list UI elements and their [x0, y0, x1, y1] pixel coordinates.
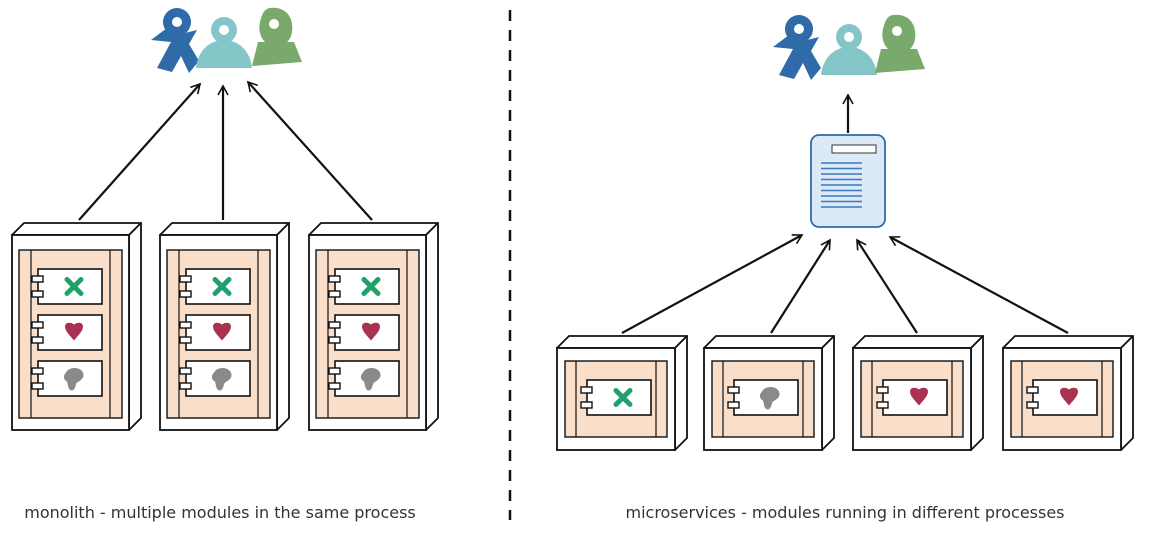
x-icon — [613, 388, 633, 407]
module-port — [179, 336, 192, 344]
person-icon — [821, 24, 877, 75]
module-port — [179, 275, 192, 283]
microservices-caption: microservices - modules running in diffe… — [625, 503, 1064, 522]
module-port — [31, 290, 44, 298]
module-port — [31, 321, 44, 329]
blob-icon — [211, 368, 232, 391]
module-port — [179, 367, 192, 375]
monolith-servers — [11, 222, 439, 431]
document-icon — [810, 134, 886, 228]
module-port — [328, 382, 341, 390]
module-port — [727, 386, 740, 394]
blob-icon — [63, 368, 84, 391]
module — [179, 314, 251, 351]
x-icon — [64, 277, 84, 296]
arrow — [78, 82, 202, 221]
person-icon — [252, 7, 302, 66]
module-port — [727, 401, 740, 409]
monolith-panel: monolith - multiple modules in the same … — [11, 7, 439, 522]
blob-icon — [759, 387, 780, 410]
module — [328, 268, 400, 305]
arrow — [246, 80, 373, 221]
module — [580, 379, 652, 416]
module — [179, 268, 251, 305]
person-icon — [773, 15, 821, 80]
person-icon — [151, 8, 199, 73]
users-group — [151, 7, 302, 73]
module — [179, 360, 251, 397]
server-box — [1002, 335, 1134, 451]
module-port — [179, 382, 192, 390]
load-balancer — [810, 134, 886, 228]
module-port — [580, 401, 593, 409]
person-icon — [196, 17, 252, 68]
module — [727, 379, 799, 416]
module-port — [328, 321, 341, 329]
heart-icon — [362, 322, 380, 341]
arrow — [856, 238, 918, 334]
module-port — [876, 401, 889, 409]
module-port — [31, 336, 44, 344]
module-port — [328, 367, 341, 375]
server-box — [852, 335, 984, 451]
module — [876, 379, 948, 416]
microservices-arrows — [621, 93, 1069, 334]
server-box — [159, 222, 290, 431]
arrow — [621, 234, 804, 334]
module-port — [31, 382, 44, 390]
arrow — [888, 236, 1069, 334]
arrow — [770, 238, 831, 334]
server-box — [556, 335, 688, 451]
server-box — [703, 335, 835, 451]
x-icon — [361, 277, 381, 296]
person-icon — [875, 14, 925, 73]
microservice-servers — [556, 335, 1134, 451]
monolith-caption: monolith - multiple modules in the same … — [24, 503, 416, 522]
blob-icon — [360, 368, 381, 391]
heart-icon — [1060, 387, 1078, 406]
users-group — [773, 14, 925, 80]
server-box — [308, 222, 439, 431]
module-port — [876, 386, 889, 394]
module — [1026, 379, 1098, 416]
heart-icon — [65, 322, 83, 341]
module-port — [580, 386, 593, 394]
module — [328, 314, 400, 351]
module-port — [31, 275, 44, 283]
module-port — [1026, 386, 1039, 394]
microservices-panel: microservices - modules running in diffe… — [556, 14, 1134, 522]
module-port — [328, 290, 341, 298]
x-icon — [212, 277, 232, 296]
monolith-arrows — [78, 80, 373, 221]
heart-icon — [910, 387, 928, 406]
module — [31, 360, 103, 397]
module — [31, 314, 103, 351]
module-port — [179, 290, 192, 298]
heart-icon — [213, 322, 231, 341]
server-box — [11, 222, 142, 431]
module-port — [179, 321, 192, 329]
module-port — [1026, 401, 1039, 409]
module-port — [31, 367, 44, 375]
module — [328, 360, 400, 397]
module-port — [328, 275, 341, 283]
module-port — [328, 336, 341, 344]
module — [31, 268, 103, 305]
